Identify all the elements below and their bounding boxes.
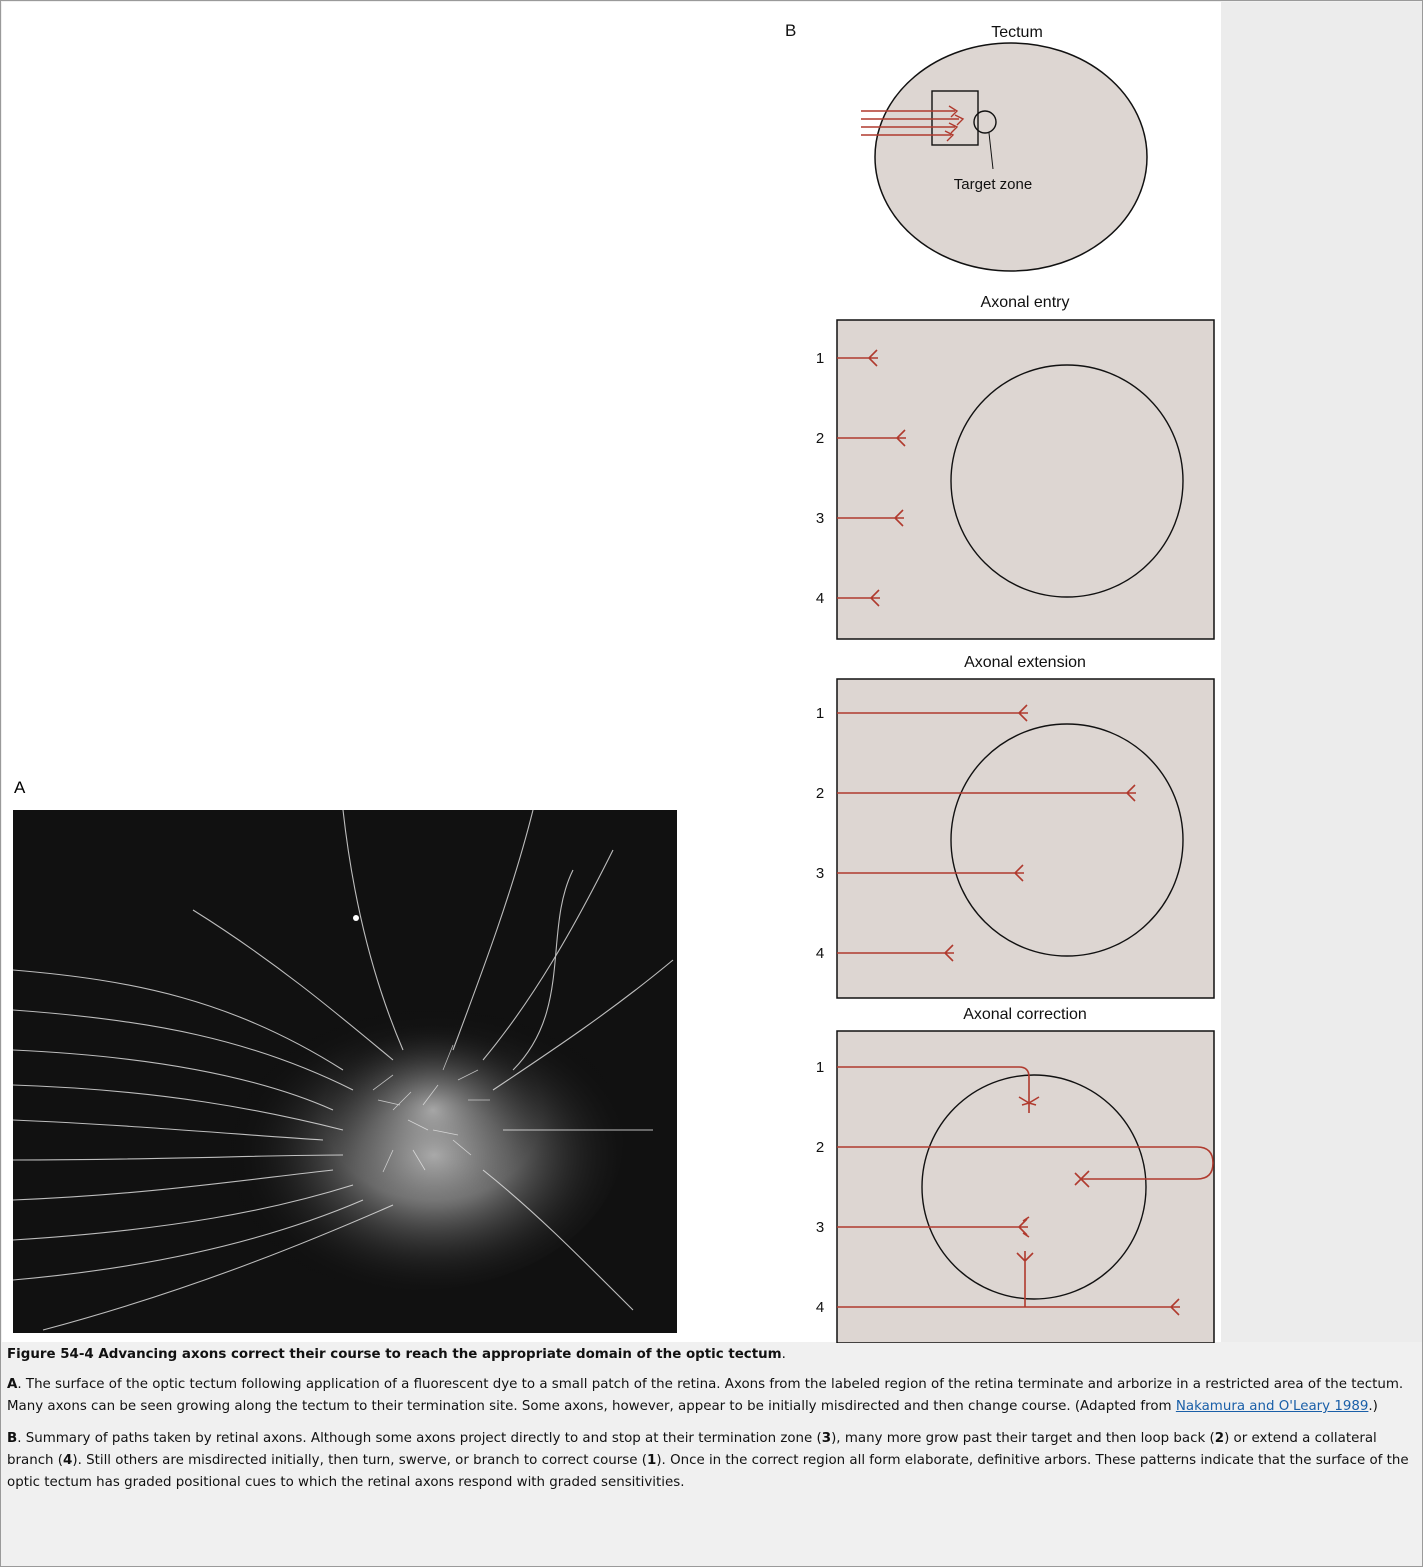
entry-row-1: 1 bbox=[816, 350, 824, 367]
caption-b-n1: 1 bbox=[647, 1453, 657, 1468]
caption-a-label: A bbox=[7, 1377, 18, 1392]
entry-row-2: 2 bbox=[816, 430, 824, 447]
caption-title: Figure 54-4 Advancing axons correct thei… bbox=[7, 1344, 1415, 1366]
caption-paragraph-a: A. The surface of the optic tectum follo… bbox=[7, 1374, 1415, 1418]
caption-title-bold: Figure 54-4 Advancing axons correct thei… bbox=[7, 1347, 782, 1362]
panel-b-diagram: B Tectum Target zone Axonal entry 1 2 3 … bbox=[785, 21, 1215, 1343]
caption-b-text-5: ). Once in the correct region all form e… bbox=[7, 1453, 1409, 1490]
axonal-extension-title: Axonal extension bbox=[964, 654, 1086, 671]
caption-paragraph-b: B. Summary of paths taken by retinal axo… bbox=[7, 1428, 1415, 1494]
correction-row-3: 3 bbox=[816, 1219, 824, 1236]
caption-b-label: B bbox=[7, 1431, 18, 1446]
target-square bbox=[931, 90, 979, 146]
axonal-extension-target bbox=[950, 723, 1184, 957]
correction-row-2: 2 bbox=[816, 1139, 824, 1156]
axonal-extension-box bbox=[836, 678, 1215, 999]
panel-b-label: B bbox=[785, 21, 796, 40]
tectum-ellipse bbox=[874, 42, 1148, 272]
reference-link[interactable]: Nakamura and O'Leary 1989 bbox=[1175, 1399, 1369, 1414]
caption-b-n4: 4 bbox=[63, 1453, 73, 1468]
figure-margin bbox=[1221, 2, 1422, 1342]
fluorescence-micrograph bbox=[13, 810, 677, 1333]
entry-row-3: 3 bbox=[816, 510, 824, 527]
axonal-correction-title: Axonal correction bbox=[963, 1006, 1087, 1023]
axon-arbors bbox=[372, 1044, 490, 1173]
target-leader-line bbox=[988, 132, 994, 170]
entry-axons bbox=[837, 349, 906, 607]
caption-b-n2: 2 bbox=[1214, 1431, 1225, 1446]
tectum-title: Tectum bbox=[991, 24, 1043, 41]
caption-b-text-3: ) or extend a collateral branch ( bbox=[7, 1431, 1377, 1468]
extension-axons bbox=[837, 704, 1136, 962]
caption-b-text-1: . Summary of paths taken by retinal axon… bbox=[17, 1431, 822, 1446]
extension-row-1: 1 bbox=[816, 705, 824, 722]
extension-row-3: 3 bbox=[816, 865, 824, 882]
target-circle bbox=[973, 110, 997, 134]
axonal-correction-target bbox=[921, 1074, 1147, 1300]
axonal-entry-box bbox=[836, 319, 1215, 640]
entry-row-4: 4 bbox=[816, 590, 824, 607]
caption-b-text-2: ), many more grow past their target and … bbox=[831, 1431, 1215, 1446]
caption-a-text: . The surface of the optic tectum follow… bbox=[7, 1377, 1404, 1414]
target-zone-label: Target zone bbox=[954, 176, 1032, 193]
panel-a-label: A bbox=[14, 778, 26, 797]
extension-row-4: 4 bbox=[816, 945, 824, 962]
labeled-region-core bbox=[323, 1020, 543, 1200]
axonal-entry-title: Axonal entry bbox=[981, 294, 1070, 311]
incoming-axons bbox=[861, 105, 965, 142]
extension-row-2: 2 bbox=[816, 785, 824, 802]
bright-spot bbox=[353, 915, 359, 921]
correction-axons bbox=[837, 1066, 1214, 1316]
caption-b-text-4: ). Still others are misdirected initiall… bbox=[72, 1453, 647, 1468]
caption-b-n3: 3 bbox=[821, 1431, 832, 1446]
correction-row-4: 4 bbox=[816, 1299, 824, 1316]
axonal-entry-target bbox=[950, 364, 1184, 598]
caption-a-end: .) bbox=[1368, 1399, 1378, 1414]
figure-caption: Figure 54-4 Advancing axons correct thei… bbox=[7, 1344, 1415, 1504]
correction-row-1: 1 bbox=[816, 1059, 824, 1076]
caption-title-end: . bbox=[781, 1347, 786, 1362]
fluorescent-axons bbox=[13, 810, 674, 1331]
